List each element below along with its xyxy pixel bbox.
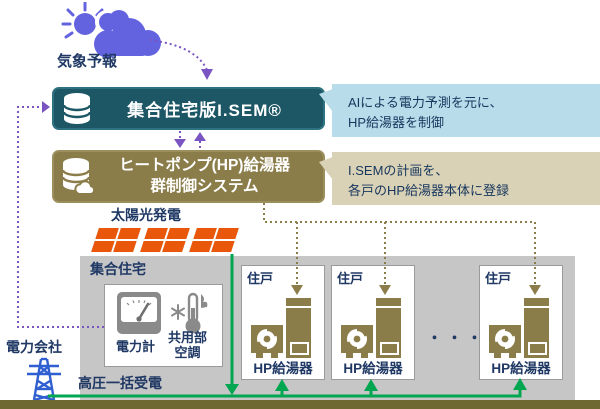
unit-device-label: HP給湯器 xyxy=(253,361,313,376)
weather-label: 気象予報 xyxy=(57,53,118,70)
isem-box: 集合住宅版I.SEM® xyxy=(52,87,325,130)
water-heater-tank-icon xyxy=(524,298,549,358)
analog-meter-icon xyxy=(117,292,161,334)
isem-hp-up-arrow xyxy=(194,132,206,148)
ground-bar xyxy=(0,400,600,409)
building-label: 集合住宅 xyxy=(90,261,146,277)
hp-group-control-box: ヒートポンプ(HP)給湯器 群制御システム xyxy=(52,150,325,203)
transmission-tower-icon xyxy=(25,353,63,401)
water-heater-tank-icon xyxy=(376,298,401,358)
callout-plan-line1: I.SEMの計画を、 xyxy=(348,163,449,178)
callout-ai-pointer xyxy=(319,89,333,112)
callout-plan: I.SEMの計画を、 各戸のHP給湯器本体に登録 xyxy=(319,152,600,205)
common-hvac-label: 共用部 空調 xyxy=(168,330,208,361)
heat-pump-outdoor-unit-icon xyxy=(488,324,522,360)
unit-device-label: HP給湯器 xyxy=(343,361,403,376)
unit-title: 住戸 xyxy=(247,271,274,286)
callout-plan-pointer xyxy=(319,157,333,180)
common-hvac-line2: 空調 xyxy=(174,344,201,360)
ellipsis-dots: ・・・ xyxy=(427,330,488,347)
callout-plan-line2: 各戸のHP給湯器本体に登録 xyxy=(348,183,510,199)
common-hvac-line1: 共用部 xyxy=(168,330,208,345)
heat-pump-outdoor-unit-icon xyxy=(340,324,374,360)
unit-title: 住戸 xyxy=(337,271,364,286)
housing-unit-3: 住戸 HP給湯器 xyxy=(479,265,563,380)
callout-ai: AIによる電力予測を元に、 HP給湯器を制御 xyxy=(319,84,600,137)
callout-ai-line2: HP給湯器を制御 xyxy=(348,115,445,131)
isem-title: 集合住宅版I.SEM® xyxy=(127,101,282,120)
database-cloud-icon xyxy=(54,156,100,198)
meter-room-box: 電力計 共用部 空調 xyxy=(104,284,223,367)
housing-unit-1: 住戸 HP給湯器 xyxy=(241,265,325,380)
database-icon xyxy=(54,92,100,126)
water-heater-tank-icon xyxy=(286,298,311,358)
isem-hp-down-arrow xyxy=(174,131,186,148)
power-company-label: 電力会社 xyxy=(6,339,62,355)
hp-system-title: ヒートポンプ(HP)給湯器 群制御システム xyxy=(100,156,323,196)
hp-system-title-line2: 群制御システム xyxy=(150,177,259,195)
solar-panels-icon xyxy=(91,228,239,252)
unit-title: 住戸 xyxy=(485,271,512,286)
unit-device-label: HP給湯器 xyxy=(491,361,551,376)
callout-ai-line1: AIによる電力予測を元に、 xyxy=(348,95,503,110)
sun-cloud-icon xyxy=(55,2,173,58)
meter-label: 電力計 xyxy=(116,339,156,354)
hp-system-title-line1: ヒートポンプ(HP)給湯器 xyxy=(119,157,290,175)
thermometer-snowflake-icon xyxy=(168,288,212,336)
solar-label: 太陽光発電 xyxy=(111,207,181,223)
housing-unit-2: 住戸 HP給湯器 xyxy=(331,265,415,380)
bulk-power-label: 高圧一括受電 xyxy=(78,375,162,391)
heat-pump-outdoor-unit-icon xyxy=(250,324,284,360)
